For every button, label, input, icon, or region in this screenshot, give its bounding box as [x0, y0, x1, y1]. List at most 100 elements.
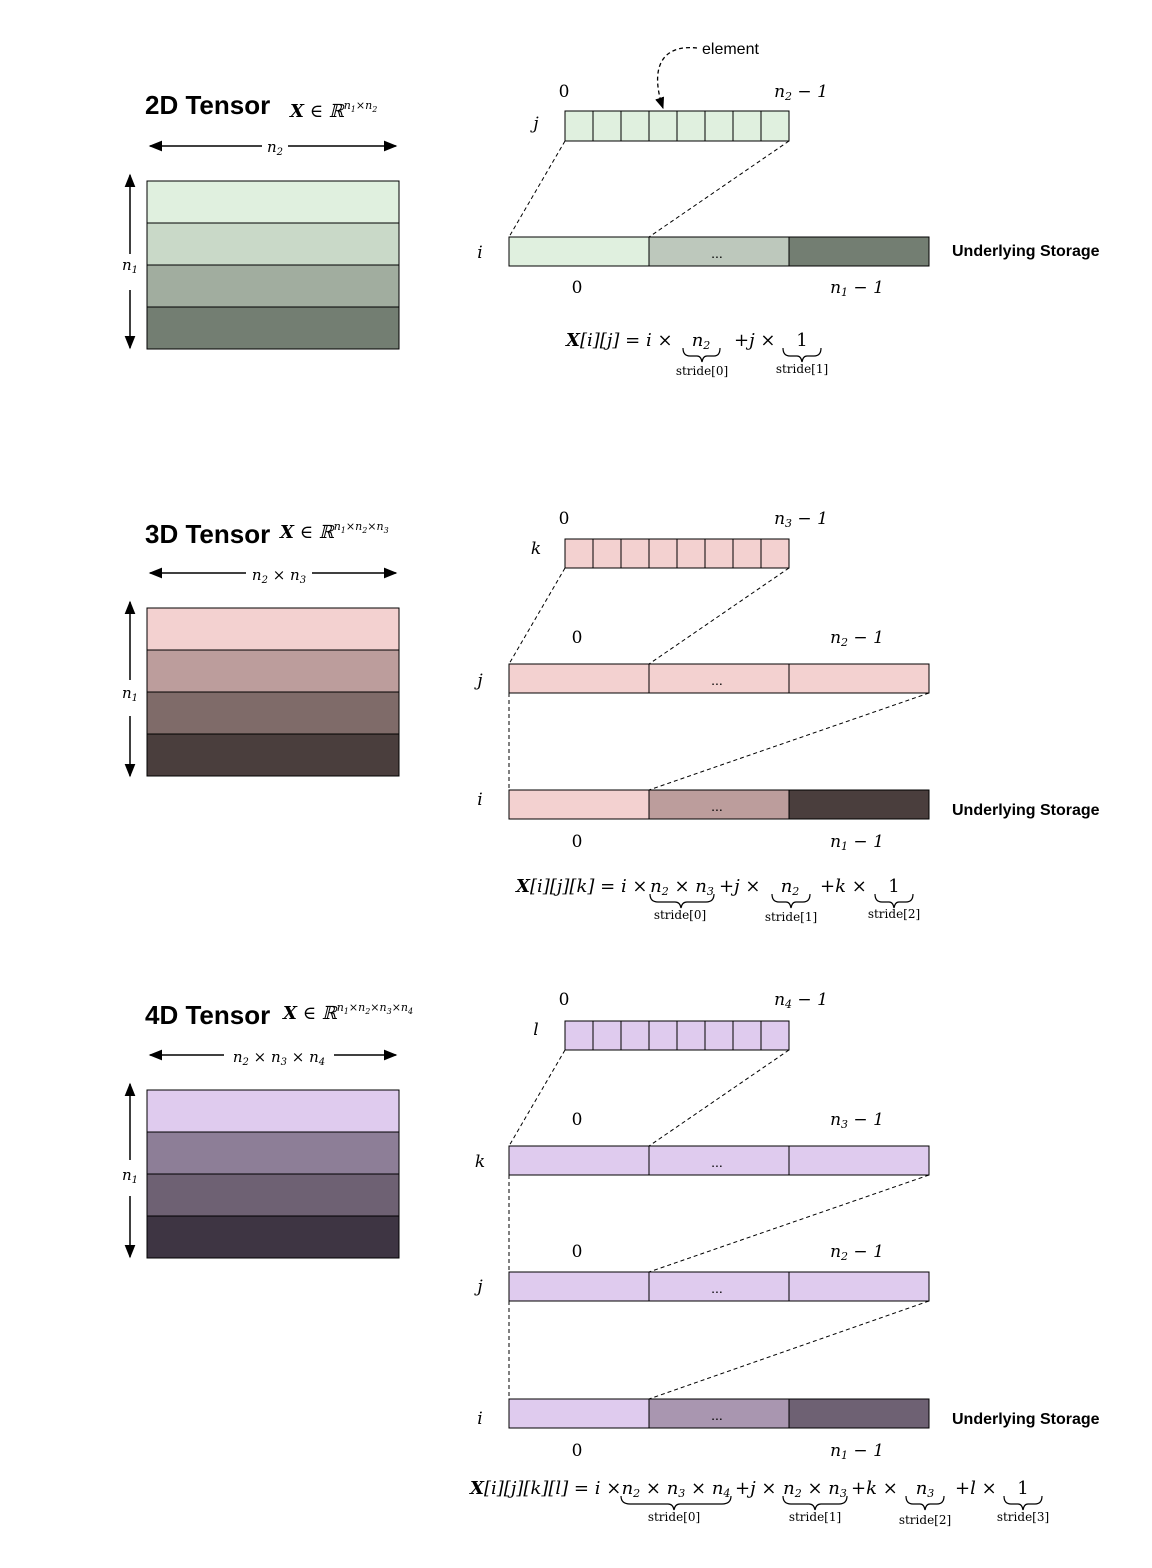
stride-label: stride[0] [654, 908, 706, 922]
formula-lhs: X[i][j][k] = i × [515, 876, 648, 897]
formula-term-value: 1 [796, 330, 807, 351]
panel-3d: 3D Tensor X ∈ ℝn1×n2×n3 n2 × n3 n1 0 n3 … [122, 509, 1100, 924]
address-formula: X[i][j][k][l] = i × n2 × n3 × n4 stride[… [469, 1478, 1049, 1527]
width-label: n2 × n3 × n4 [233, 1048, 325, 1068]
storage-segment-middle [648, 789, 790, 820]
expansion-line [648, 692, 930, 791]
matrix-row-2 [146, 1131, 400, 1175]
storage-row-start: 0 [572, 832, 583, 852]
row-index: k [475, 1152, 485, 1172]
storage-label: Underlying Storage [952, 802, 1100, 819]
formula-term-prefix: +j × [734, 330, 776, 351]
row-segment [648, 663, 790, 694]
top-row-start: 0 [559, 509, 570, 529]
matrix-row-4 [146, 306, 400, 350]
top-row-start: 0 [559, 990, 570, 1010]
underbrace [905, 1495, 945, 1511]
shape-exponent: n1×n2×n3×n4 [337, 1001, 413, 1016]
formula-term-value: n2 × n3 [783, 1478, 847, 1500]
formula-term-prefix: +k × [851, 1478, 898, 1499]
expansion-line [508, 1049, 566, 1147]
matrix-row-3 [146, 264, 400, 308]
element-row [564, 110, 790, 142]
row-start: 0 [572, 1242, 583, 1262]
row-index: j [473, 1277, 483, 1297]
top-row-start: 0 [559, 82, 570, 102]
shape-formula: X ∈ ℝn1×n2 [289, 99, 377, 122]
panel-title: 2D Tensor [145, 90, 270, 120]
row-segment [788, 663, 930, 694]
storage-row-index: i [477, 243, 482, 263]
formula-term-value: n2 [692, 330, 711, 352]
matrix-row-1 [146, 607, 400, 651]
stride-label: stride[3] [997, 1510, 1049, 1524]
row-ellipsis: ... [711, 1280, 723, 1296]
underbrace [620, 1495, 732, 1511]
stride-label: stride[0] [676, 364, 728, 378]
formula-lhs: X[i][j] = i × [565, 330, 673, 351]
formula-term-value: 1 [888, 876, 899, 897]
panel-title: 4D Tensor [145, 1000, 270, 1030]
stride-label: stride[0] [648, 1510, 700, 1524]
matrix-row-3 [146, 691, 400, 735]
formula-term-value: n3 [916, 1478, 935, 1500]
row-start: 0 [572, 628, 583, 648]
matrix-row-3 [146, 1173, 400, 1217]
row-end: n2 − 1 [830, 1242, 884, 1263]
storage-ellipsis: ... [711, 245, 723, 261]
top-row-end: n4 − 1 [774, 990, 828, 1011]
storage-label: Underlying Storage [952, 243, 1100, 260]
formula-lhs: X[i][j][k][l] = i × [469, 1478, 621, 1499]
width-label: n2 × n3 [252, 566, 306, 586]
storage-ellipsis: ... [711, 798, 723, 814]
storage-segment-first [508, 1398, 650, 1429]
matrix-row-4 [146, 1215, 400, 1259]
storage-segment-last [788, 1398, 930, 1429]
row-segment [648, 1271, 790, 1302]
matrix-row-1 [146, 1089, 400, 1133]
row-segment [508, 1271, 650, 1302]
expansion-line [648, 1300, 930, 1400]
formula-term-value: n2 [781, 876, 800, 898]
underbrace [649, 893, 715, 909]
formula-term-prefix: +l × [955, 1478, 997, 1499]
element-row [564, 1020, 790, 1051]
storage-row-index: i [477, 790, 482, 810]
matrix-row-1 [146, 180, 400, 224]
formula-term-prefix: +j × [719, 876, 761, 897]
top-row-index: j [529, 114, 539, 134]
underbrace [782, 347, 822, 363]
address-formula: X[i][j] = i × n2 stride[0] +j × 1 stride… [565, 330, 828, 378]
element-pointer-arrow [655, 46, 698, 110]
formula-term-prefix: +k × [820, 876, 867, 897]
row-segment [508, 663, 650, 694]
row-segment [788, 1271, 930, 1302]
row-segment [508, 1145, 650, 1176]
formula-term-value: n2 × n3 [650, 876, 714, 898]
address-formula: X[i][j][k] = i × n2 × n3 stride[0] +j × … [515, 876, 920, 924]
row-index: j [473, 671, 483, 691]
storage-row-end: n1 − 1 [830, 832, 884, 853]
formula-term-prefix: +j × [735, 1478, 777, 1499]
stride-label: stride[2] [868, 907, 920, 921]
element-label: element [702, 41, 759, 58]
storage-label: Underlying Storage [952, 1411, 1100, 1428]
underbrace [874, 893, 914, 909]
storage-segment-middle [648, 1398, 790, 1429]
storage-segment-middle [648, 236, 790, 267]
storage-segment-last [788, 789, 930, 820]
shape-formula: X ∈ ℝn1×n2×n3×n4 [282, 1001, 413, 1024]
stride-label: stride[1] [765, 910, 817, 924]
panel-2d: 2D Tensor X ∈ ℝn1×n2 n2 n1 element 0 n2 … [122, 41, 1100, 378]
panel-title: 3D Tensor [145, 519, 270, 549]
row-ellipsis: ... [711, 1154, 723, 1170]
row-start: 0 [572, 1110, 583, 1130]
matrix-row-4 [146, 733, 400, 777]
expansion-line [648, 1174, 930, 1273]
storage-segment-first [508, 236, 650, 267]
panel-4d: 4D Tensor X ∈ ℝn1×n2×n3×n4 n2 × n3 × n4 … [122, 990, 1100, 1527]
shape-exponent: n1×n2 [344, 99, 378, 114]
shape-exponent: n1×n2×n3 [334, 520, 389, 535]
element-row [564, 538, 790, 569]
